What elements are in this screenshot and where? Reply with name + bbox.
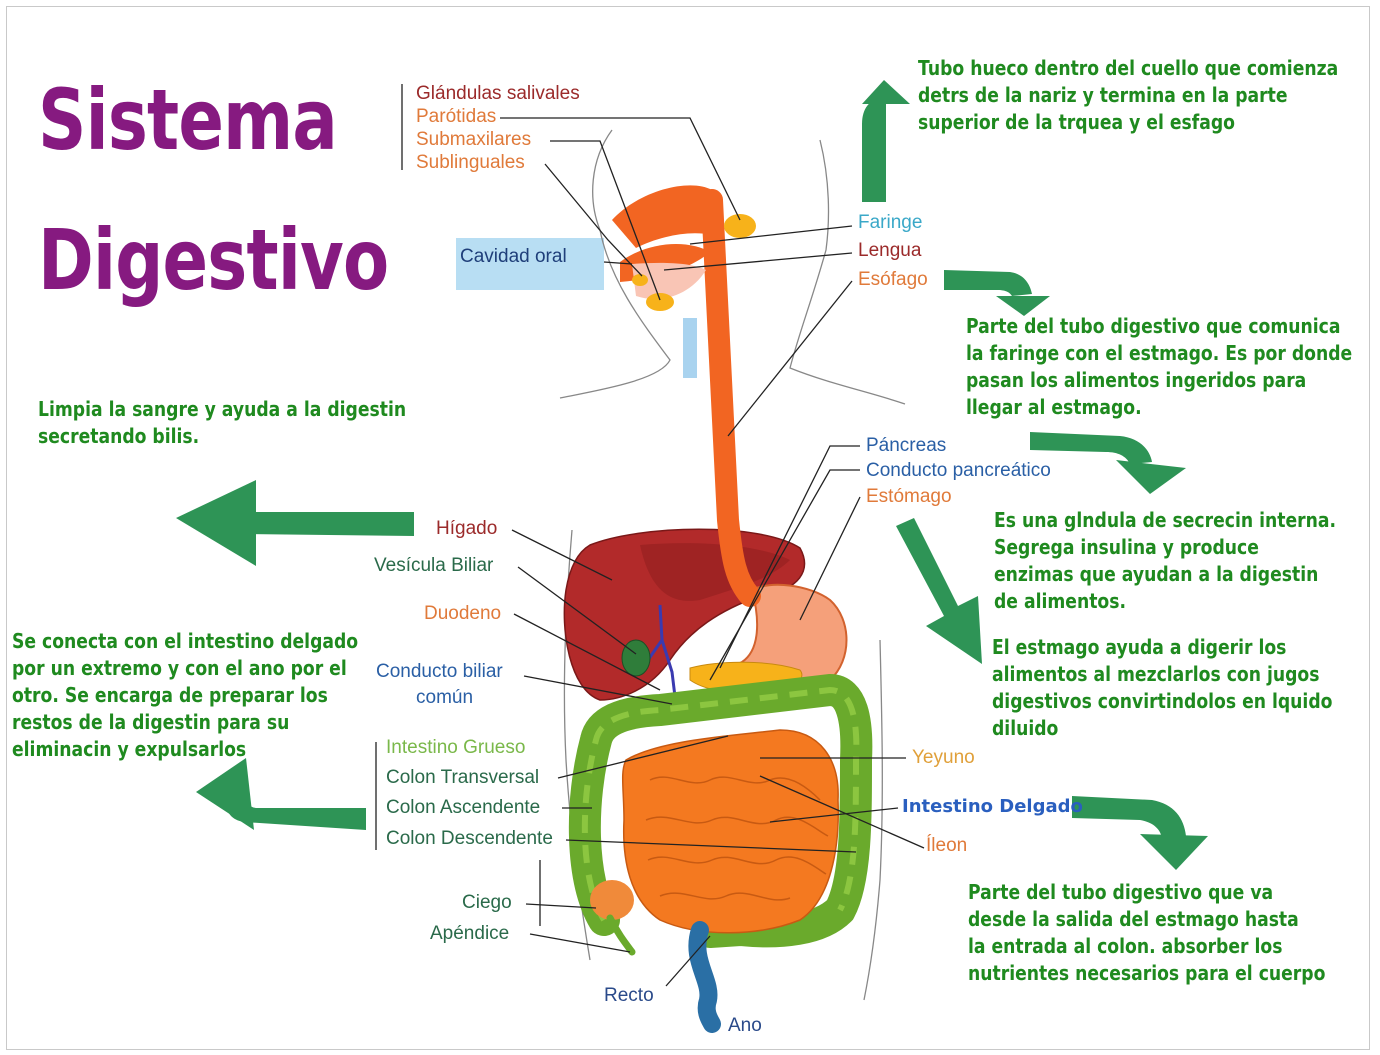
- note-estomago-line: diluido: [992, 716, 1059, 740]
- note-esofago: Parte del tubo digestivo que comunica la…: [966, 313, 1352, 421]
- leader-lines: [375, 84, 925, 987]
- label-conducto-biliar-1: Conducto biliar: [376, 661, 503, 682]
- sublingual-gland: [632, 274, 648, 286]
- page-frame: [6, 6, 1370, 1050]
- small-intestine-folds: [645, 776, 829, 901]
- note-intestino-delgado-line: nutrientes necesarios para el cuerpo: [968, 961, 1326, 985]
- arrow-pancreas: [1030, 432, 1186, 494]
- label-colon-transversal: Colon Transversal: [386, 767, 540, 788]
- note-faringe-line: superior de la trquea y el esfago: [918, 110, 1235, 134]
- label-glandulas-salivales: Glándulas salivales: [416, 83, 580, 104]
- label-duodeno: Duodeno: [424, 603, 502, 624]
- label-apendice: Apéndice: [430, 923, 510, 944]
- gallbladder: [621, 639, 651, 677]
- note-pancreas-line: enzimas que ayudan a la digestin: [994, 562, 1319, 586]
- note-higado: Limpia la sangre y ayuda a la digestin s…: [38, 396, 406, 450]
- title-line-1: Sistema: [38, 71, 338, 169]
- note-faringe-line: Tubo hueco dentro del cuello que comienz…: [918, 56, 1339, 80]
- note-intestino-grueso-line: restos de la digestin para su: [12, 710, 290, 734]
- label-yeyuno: Yeyuno: [912, 747, 975, 768]
- title-line-2: Digestivo: [38, 211, 389, 309]
- label-parotidas: Parótidas: [416, 106, 497, 127]
- note-esofago-line: la faringe con el estmago. Es por donde: [966, 341, 1353, 365]
- rectum: [688, 921, 721, 1033]
- note-esofago-line: Parte del tubo digestivo que comunica: [966, 314, 1341, 338]
- appendix: [606, 914, 636, 956]
- label-submaxilares: Submaxilares: [416, 129, 532, 150]
- note-estomago-line: alimentos al mezclarlos con jugos: [992, 662, 1320, 686]
- arrow-esofago: [944, 270, 1050, 316]
- note-esofago-line: pasan los alimentos ingeridos para: [966, 368, 1307, 392]
- label-higado: Hígado: [436, 518, 498, 539]
- submaxillary-gland: [646, 293, 674, 311]
- label-recto: Recto: [604, 985, 654, 1006]
- note-intestino-delgado-line: Parte del tubo digestivo que va: [968, 880, 1274, 904]
- note-intestino-grueso: Se conecta con el intestino delgado por …: [12, 628, 358, 763]
- annotation-arrows: [176, 80, 1208, 870]
- label-estomago: Estómago: [866, 486, 952, 507]
- caecum: [590, 880, 634, 920]
- arrow-higado: [176, 480, 414, 566]
- label-vesicula-biliar: Vesícula Biliar: [374, 555, 494, 576]
- label-intestino-delgado: Intestino Delgado: [902, 796, 1083, 817]
- arrow-intestino-delgado: [1072, 796, 1208, 870]
- label-ciego: Ciego: [462, 892, 512, 913]
- note-estomago-line: digestivos convirtindolos en lquido: [992, 689, 1333, 713]
- note-faringe: Tubo hueco dentro del cuello que comienz…: [918, 55, 1338, 136]
- note-higado-line: secretando bilis.: [38, 424, 200, 448]
- note-faringe-line: detrs de la nariz y termina en la parte: [918, 83, 1288, 107]
- esophagus-tube: [701, 189, 761, 607]
- arrow-estomago: [896, 518, 982, 664]
- note-intestino-grueso-line: otro. Se encarga de preparar los: [12, 683, 328, 707]
- note-estomago: El estmago ayuda a digerir los alimentos…: [992, 634, 1332, 742]
- note-pancreas-line: Segrega insulina y produce: [994, 535, 1259, 559]
- note-intestino-delgado-line: la entrada al colon. absorber los: [968, 934, 1283, 958]
- note-intestino-delgado-line: desde la salida del estmago hasta: [968, 907, 1299, 931]
- liver-inner: [640, 543, 790, 601]
- note-intestino-grueso-line: por un extremo y con el ano por el: [12, 656, 347, 680]
- parotid-gland: [724, 214, 756, 238]
- label-colon-ascendente: Colon Ascendente: [386, 797, 541, 818]
- label-sublinguales: Sublinguales: [416, 152, 525, 173]
- note-pancreas-line: Es una glndula de secrecin interna.: [994, 508, 1336, 532]
- label-conducto-biliar-2: común: [416, 687, 474, 708]
- label-faringe: Faringe: [858, 212, 923, 233]
- note-pancreas: Es una glndula de secrecin interna. Segr…: [994, 507, 1336, 615]
- colon-highlight: [581, 686, 860, 922]
- label-cavidad-oral: Cavidad oral: [460, 246, 567, 267]
- note-intestino-delgado: Parte del tubo digestivo que va desde la…: [968, 879, 1325, 987]
- arrow-faringe: [862, 80, 910, 202]
- mouth-pink: [632, 262, 706, 299]
- oral-cavity-box: [456, 238, 604, 290]
- note-esofago-line: llegar al estmago.: [966, 395, 1142, 419]
- note-intestino-grueso-line: eliminacin y expulsarlos: [12, 737, 247, 761]
- label-ano: Ano: [728, 1015, 762, 1036]
- label-pancreas: Páncreas: [866, 435, 947, 456]
- label-esofago: Esófago: [858, 269, 928, 290]
- arrow-intestino-grueso: [196, 758, 366, 830]
- note-intestino-grueso-line: Se conecta con el intestino delgado: [12, 629, 359, 653]
- note-higado-line: Limpia la sangre y ayuda a la digestin: [38, 397, 407, 421]
- label-lengua: Lengua: [858, 240, 922, 261]
- note-estomago-line: El estmago ayuda a digerir los: [992, 635, 1287, 659]
- label-intestino-grueso: Intestino Grueso: [386, 737, 526, 758]
- note-pancreas-line: de alimentos.: [994, 589, 1127, 613]
- pharynx-shape: [612, 185, 712, 248]
- small-intestine: [621, 729, 839, 934]
- label-ileon: Íleon: [926, 835, 968, 856]
- label-conducto-pancreatico: Conducto pancreático: [866, 460, 1051, 481]
- label-colon-descendente: Colon Descendente: [386, 828, 553, 849]
